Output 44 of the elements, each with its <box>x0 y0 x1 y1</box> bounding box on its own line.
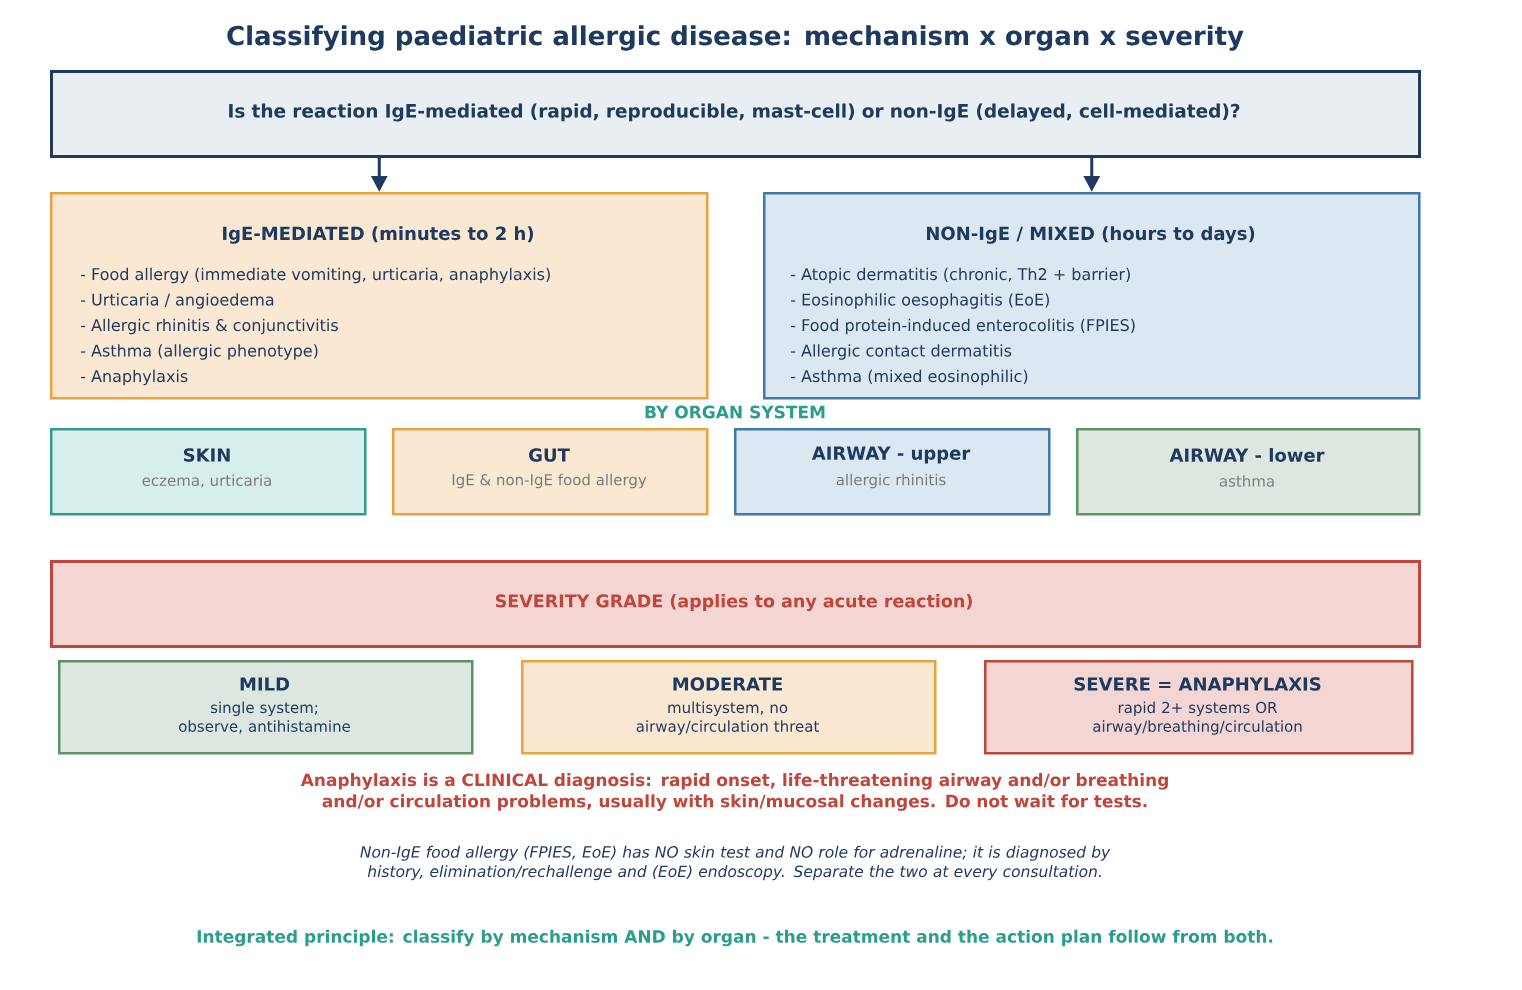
grade-box <box>521 660 937 755</box>
organ-box <box>1076 428 1421 516</box>
list-item: - Urticaria / angioedema <box>81 293 274 309</box>
question-box <box>50 70 1421 158</box>
box-text: multisystem, no airway/circulation threat <box>636 701 819 735</box>
organ-box <box>734 428 1051 516</box>
box-heading: IgE-MEDIATED (minutes to 2 h) <box>223 226 533 244</box>
list-item: - Food protein-induced enterocolitis (FPIES) <box>791 318 1135 335</box>
organ-box <box>50 428 367 516</box>
list-item: - Food allergy (immediate vomiting, urticaria, anaphylaxis) <box>81 267 550 284</box>
title: Classifying paediatric allergic disease: mechanism x organ x severity <box>227 25 1244 51</box>
list-item: - Atopic dermatitis (chronic, Th2 + barrier) <box>791 267 1130 284</box>
section-heading: BY ORGAN SYSTEM <box>645 405 825 419</box>
grade-box <box>984 660 1414 755</box>
category-box <box>763 192 1421 400</box>
box-heading: GUT <box>529 448 570 462</box>
list-item: - Anaphylaxis <box>81 369 188 386</box>
grade-box <box>58 660 474 755</box>
organ-box <box>392 428 709 516</box>
box-subtitle: allergic rhinitis <box>836 473 946 489</box>
box-heading: AIRWAY - upper <box>811 446 971 464</box>
box-subtitle: IgE & non-IgE food allergy <box>452 473 647 489</box>
list-item: - Allergic rhinitis & conjunctivitis <box>81 318 338 335</box>
box-text: rapid 2+ systems OR airway/breathing/circulation <box>1093 701 1302 735</box>
warning-note: Anaphylaxis is a CLINICAL diagnosis: rapid onset, life-threatening airway and/or breathing and/or circulation problems, usually with skin/mucosal changes. Do not wait for tests. <box>300 773 1168 811</box>
box-heading: MODERATE <box>673 677 782 691</box>
list-item: - Asthma (mixed eosinophilic) <box>791 369 1028 386</box>
box-subtitle: asthma <box>1219 475 1274 487</box>
list-item: - Allergic contact dermatitis <box>791 344 1012 360</box>
box-text: single system; observe, antihistamine <box>179 701 350 734</box>
box-heading: SEVERE = ANAPHYLAXIS <box>1074 677 1321 691</box>
list-item: - Asthma (allergic phenotype) <box>81 344 318 360</box>
principle-note: Integrated principle: classify by mechanism AND by organ - the treatment and the action plan follow from both. <box>197 929 1273 947</box>
box-heading: SKIN <box>183 448 230 462</box>
list-item: - Eosinophilic oesophagitis (EoE) <box>791 293 1049 309</box>
band-heading: SEVERITY GRADE (applies to any acute reaction) <box>495 593 972 612</box>
category-box <box>50 192 709 400</box>
note: Non-IgE food allergy (FPIES, EoE) has NO skin test and NO role for adrenaline; it is diagnosed by history, elimination/rechallenge and (EoE) endoscopy. Separate the two at every consultation. <box>360 845 1111 881</box>
box-heading: NON-IgE / MIXED (hours to days) <box>927 226 1255 244</box>
box-heading: AIRWAY - lower <box>1169 448 1325 462</box>
severity-band <box>50 560 1421 648</box>
box-heading: MILD <box>240 677 290 691</box>
box-subtitle: eczema, urticaria <box>142 474 271 488</box>
question-text: Is the reaction IgE-mediated (rapid, reproducible, mast-cell) or non-IgE (delayed, cell-mediated)? <box>229 103 1240 122</box>
